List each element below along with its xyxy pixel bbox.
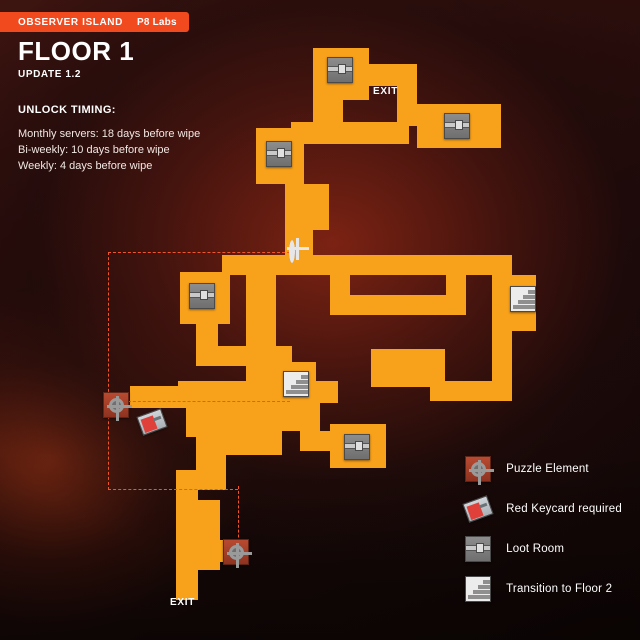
- map-corridor: [446, 275, 466, 315]
- page-title: FLOOR 1: [18, 36, 135, 66]
- puzzle-element-icon[interactable]: [103, 392, 132, 421]
- keycard-path: [225, 486, 239, 552]
- stairs-icon[interactable]: [510, 286, 536, 312]
- map-corridor: [285, 184, 329, 230]
- unlock-timing-line: Bi-weekly: 10 days before wipe: [18, 144, 170, 156]
- map-corridor: [397, 104, 421, 126]
- map-corridor: [130, 386, 190, 408]
- gear-icon: [226, 542, 252, 568]
- stairs-icon: [465, 576, 492, 602]
- loot-crate-icon[interactable]: [189, 283, 215, 309]
- legend-item-loot: Loot Room: [464, 536, 622, 562]
- map-corridor: [291, 122, 313, 144]
- map-corridor: [313, 100, 343, 122]
- map-corridor: [430, 381, 512, 401]
- map-corridor: [246, 255, 276, 395]
- unlock-timing-block: UNLOCK TIMING: Monthly servers: 18 days …: [18, 104, 200, 174]
- puzzle-element-icon[interactable]: [223, 539, 252, 568]
- keycard-path: [108, 252, 290, 402]
- legend-label: Red Keycard required: [506, 503, 622, 515]
- title-block: FLOOR 1 UPDATE 1.2: [18, 36, 135, 81]
- unlock-timing-line: Monthly servers: 18 days before wipe: [18, 128, 201, 140]
- map-corridor: [330, 295, 466, 315]
- loot-crate-icon[interactable]: [444, 113, 470, 139]
- red-keycard-icon: [462, 495, 494, 523]
- gear-icon: [468, 459, 494, 485]
- loot-crate-icon[interactable]: [266, 141, 292, 167]
- legend-item-keycard: Red Keycard required: [462, 495, 622, 523]
- legend-label: Puzzle Element: [506, 463, 589, 475]
- legend-label: Transition to Floor 2: [506, 583, 613, 595]
- unlock-timing-heading: UNLOCK TIMING:: [18, 104, 116, 116]
- legend-icon-slot: [462, 495, 494, 523]
- loot-crate-icon[interactable]: [344, 434, 370, 460]
- legend-icon-slot: [464, 455, 494, 485]
- map-corridor: [330, 275, 350, 315]
- map-room: [371, 349, 445, 387]
- update-version: UPDATE 1.2: [18, 69, 82, 81]
- loot-crate-icon: [465, 536, 492, 562]
- map-corridor: [313, 122, 409, 144]
- map-corridor: [300, 431, 340, 451]
- map-corridor: [176, 470, 226, 490]
- puzzle-gear-map-icon[interactable]: [289, 240, 309, 263]
- unlock-timing-line: Weekly: 4 days before wipe: [18, 160, 153, 172]
- legend-item-stairs: Transition to Floor 2: [464, 576, 622, 602]
- site-banner: OBSERVER ISLAND P8 Labs: [0, 12, 189, 32]
- keycard-path: [108, 396, 238, 490]
- map-corridor: [369, 64, 397, 86]
- legend-icon-slot: [464, 535, 492, 563]
- gear-icon: [106, 395, 132, 421]
- location-name: P8 Labs: [136, 16, 177, 28]
- puzzle-element-icon: [465, 456, 494, 485]
- legend-item-puzzle: Puzzle Element: [464, 455, 622, 485]
- exit-label-bottom: EXIT: [170, 597, 196, 608]
- site-name: OBSERVER ISLAND: [18, 16, 123, 28]
- legend-icon-slot: [464, 575, 492, 603]
- stairs-icon[interactable]: [283, 371, 309, 397]
- loot-crate-icon[interactable]: [327, 57, 353, 83]
- gear-icon: [289, 240, 295, 263]
- map-corridor: [210, 403, 320, 431]
- map-corridor: [196, 324, 218, 346]
- map-corridor: [222, 255, 512, 275]
- exit-label-top: EXIT: [373, 86, 399, 97]
- legend-label: Loot Room: [506, 543, 565, 555]
- legend: Puzzle Element Red Keycard required Loot…: [462, 455, 622, 602]
